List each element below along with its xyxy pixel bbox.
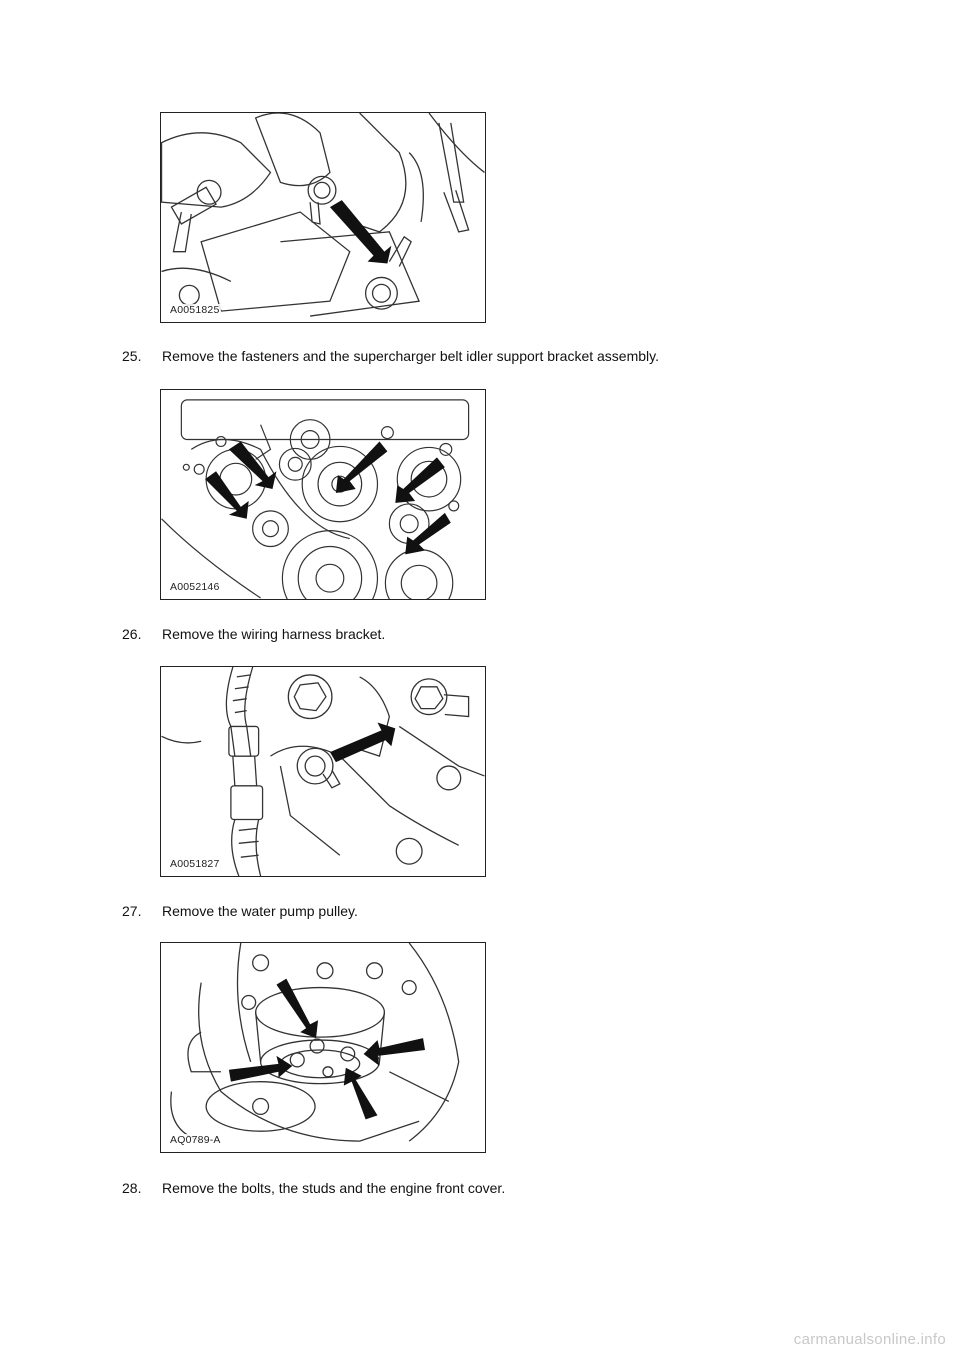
figure-code: AQ0789-A	[168, 1134, 223, 1146]
step-text: Remove the wiring harness bracket.	[162, 626, 386, 642]
figure-3: A0051827	[160, 666, 486, 877]
bracket-bolt-illustration	[161, 113, 485, 317]
step-28: 28. Remove the bolts, the studs and the e…	[122, 1179, 505, 1197]
step-number: 28.	[122, 1180, 142, 1196]
step-text: Remove the water pump pulley.	[162, 903, 358, 919]
step-text: Remove the bolts, the studs and the engi…	[162, 1180, 506, 1196]
figure-2: A0052146	[160, 389, 486, 600]
watermark-link[interactable]: carmanualsonline.info	[793, 1331, 946, 1348]
step-25: 25. Remove the fasteners and the supercha…	[122, 347, 659, 365]
figure-code: A0051827	[168, 858, 222, 870]
wiring-harness-bracket-illustration	[161, 667, 485, 876]
step-number: 26.	[122, 626, 142, 642]
figure-4: AQ0789-A	[160, 942, 486, 1153]
water-pump-pulley-illustration	[170, 943, 460, 1142]
figure-code: A0052146	[168, 581, 222, 593]
step-number: 27.	[122, 903, 142, 919]
step-number: 25.	[122, 348, 142, 364]
step-text: Remove the fasteners and the supercharge…	[162, 348, 659, 364]
idler-bracket-fasteners-illustration	[161, 399, 470, 599]
figure-1: A0051825	[160, 112, 486, 323]
step-27: 27. Remove the water pump pulley.	[122, 902, 358, 920]
figure-code: A0051825	[168, 304, 222, 316]
step-26: 26. Remove the wiring harness bracket.	[122, 625, 385, 643]
